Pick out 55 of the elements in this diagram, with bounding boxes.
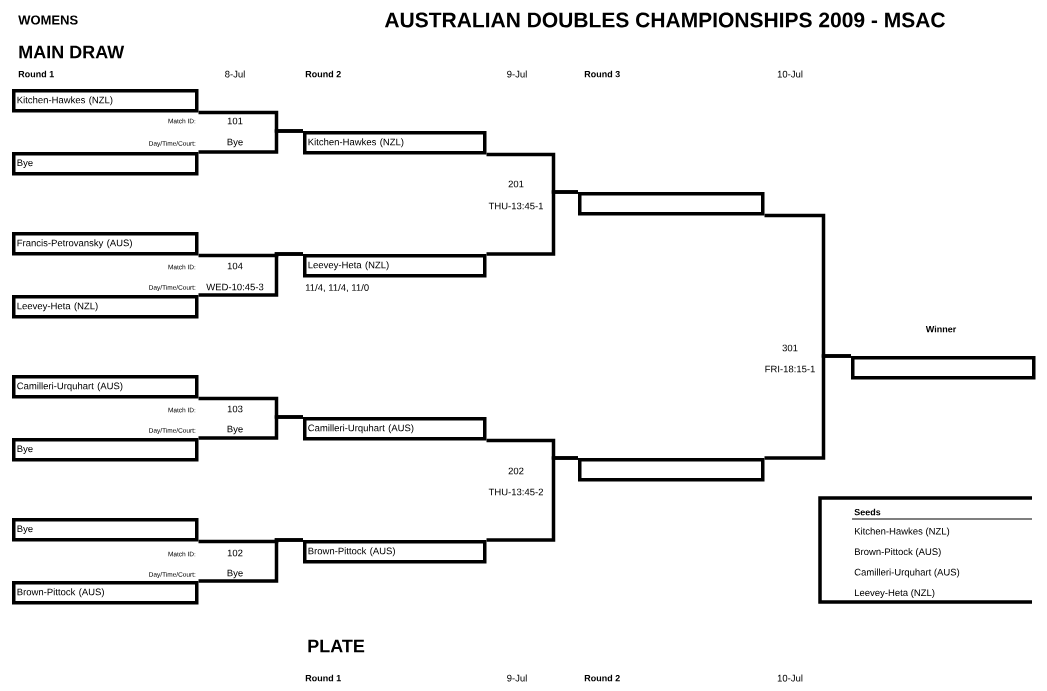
name-box: Leevey-Heta (NZL)	[303, 254, 487, 278]
section-heading: PLATE	[308, 639, 365, 653]
bracket-line	[198, 538, 303, 583]
name-box: Leevey-Heta (NZL)	[12, 295, 199, 319]
name-box: Bye	[12, 152, 199, 176]
round-label: Round 1	[18, 70, 54, 78]
round-label: Round 2	[305, 70, 341, 78]
round-label: Round 1	[305, 674, 341, 682]
match-id: 101	[227, 117, 243, 125]
name-box: Bye	[12, 438, 199, 462]
date-label: 10-Jul	[777, 674, 803, 682]
seed-entry: Kitchen-Hawkes (NZL)	[855, 527, 950, 537]
name-box: Bye	[12, 518, 199, 542]
name-box: Brown-Pittock (AUS)	[303, 540, 487, 564]
bracket-line	[198, 129, 303, 154]
date-label: 10-Jul	[777, 70, 803, 78]
empty-box	[851, 356, 1036, 380]
name-box: Francis-Petrovansky (AUS)	[12, 232, 199, 256]
match-id: 202	[508, 467, 524, 475]
schedule-time: THU-13:45-2	[488, 488, 543, 496]
seeds-heading: Seeds	[854, 508, 881, 516]
match-id: 201	[508, 180, 524, 188]
date-label: 8-Jul	[225, 70, 245, 78]
bracket-line	[764, 354, 851, 460]
bracket-line	[486, 456, 578, 542]
bracket-line	[198, 415, 303, 440]
name-box: Kitchen-Hawkes (NZL)	[12, 89, 199, 113]
match-id: 102	[227, 549, 243, 557]
match-id: 103	[227, 405, 243, 413]
schedule-time: WED-10:45-3	[206, 283, 264, 291]
seed-entry: Camilleri-Urquhart (AUS)	[854, 568, 960, 578]
empty-box	[578, 458, 765, 482]
name-box: Camilleri-Urquhart (AUS)	[12, 375, 199, 399]
section-label: WOMENS	[18, 15, 78, 25]
schedule-time: Bye	[227, 138, 243, 148]
match-id: 301	[782, 344, 798, 352]
seed-entry: Leevey-Heta (NZL)	[855, 589, 935, 598]
bracket-line	[486, 190, 578, 256]
name-box: Camilleri-Urquhart (AUS)	[303, 417, 487, 441]
seed-entry: Brown-Pittock (AUS)	[855, 548, 941, 557]
bracket-line	[198, 252, 303, 297]
name-box: Brown-Pittock (AUS)	[12, 581, 199, 605]
winner-label: Winner	[925, 325, 957, 333]
schedule-time: THU-13:45-1	[488, 202, 543, 210]
round-label: Round 3	[584, 70, 620, 78]
date-label: 9-Jul	[507, 674, 527, 682]
schedule-time: Bye	[227, 569, 243, 579]
page-title: AUSTRALIAN DOUBLES CHAMPIONSHIPS 2009 - MSAC	[384, 12, 945, 28]
name-box: Kitchen-Hawkes (NZL)	[303, 131, 487, 155]
match-id: 104	[227, 262, 243, 270]
schedule-time: Bye	[227, 425, 243, 435]
section-heading: MAIN DRAW	[19, 45, 125, 59]
date-label: 9-Jul	[507, 70, 527, 78]
round-label: Round 2	[584, 674, 620, 682]
empty-box	[578, 192, 765, 216]
